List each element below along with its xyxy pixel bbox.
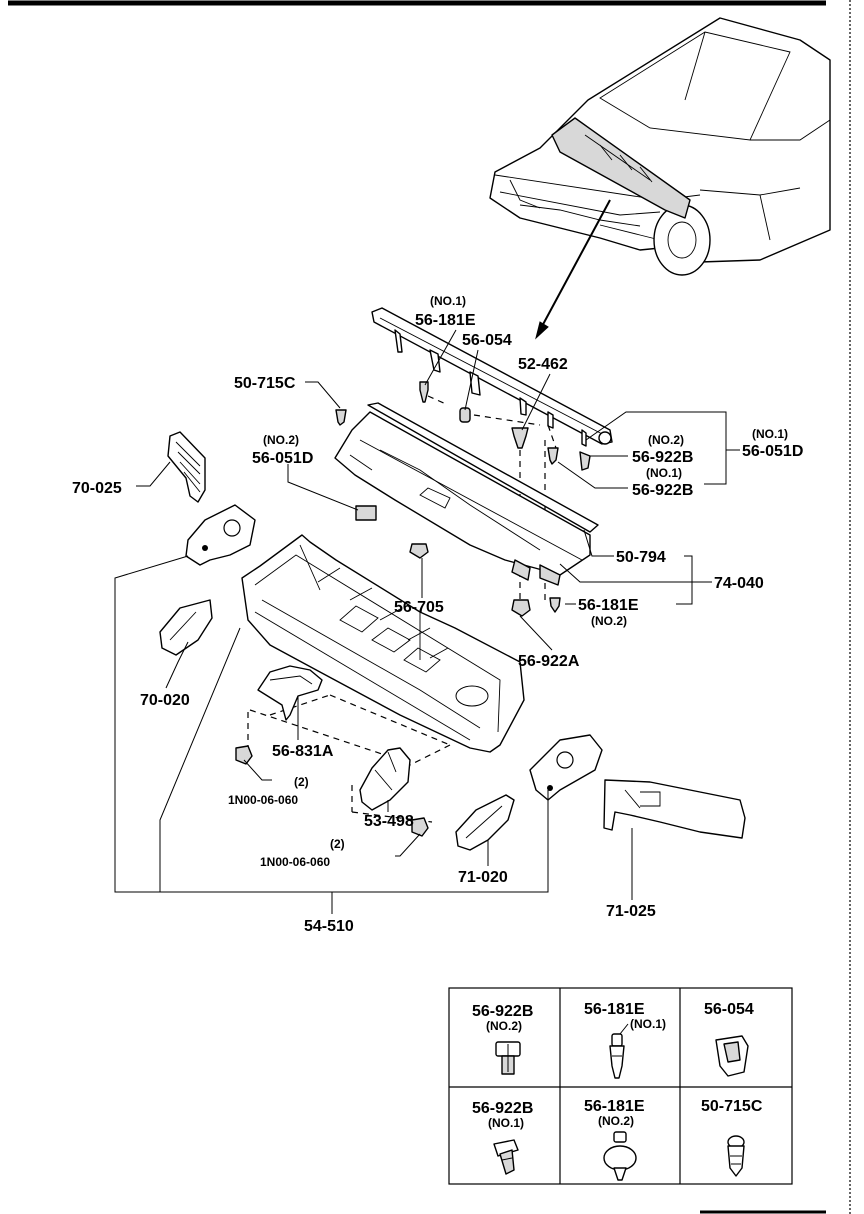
- pin-56-181e-no1: [419, 381, 429, 403]
- label-p14: 70-020: [140, 692, 190, 709]
- legend-part-1: 56-922B: [472, 1003, 533, 1020]
- right-side-brackets: [455, 734, 746, 851]
- bolt-1n00-upper: [235, 745, 253, 765]
- label-p9-variant: (NO.1): [752, 427, 788, 441]
- pin-56-181e-no2: [549, 597, 561, 613]
- clip-no1-icon: [493, 1139, 519, 1175]
- legend-cell-5: 56-181E (NO.2): [584, 1098, 645, 1181]
- bracket-53-498: [359, 747, 411, 811]
- label-p17-qty: (2): [294, 775, 309, 789]
- label-p11: 74-040: [714, 575, 764, 592]
- grommet-56-054: [459, 407, 471, 423]
- page-frame: [8, 0, 851, 1214]
- label-p5: 56-051D: [252, 450, 313, 467]
- clip-56-922b-no1: [547, 447, 559, 465]
- part-labels: (NO.1) 56-181E 56-054 52-462 50-715C (NO…: [72, 294, 803, 935]
- label-p21: 71-025: [606, 903, 656, 920]
- left-side-brackets: [159, 431, 256, 656]
- label-p10: 50-794: [616, 549, 666, 566]
- legend-variant-2: (NO.1): [630, 1017, 666, 1031]
- label-p7-variant: (NO.2): [648, 433, 684, 447]
- legend-variant-4: (NO.1): [488, 1116, 524, 1130]
- fastener-legend-table: 56-922B (NO.2) 56-181E (NO.1) 56-054: [448, 987, 793, 1185]
- legend-part-3: 56-054: [704, 1001, 754, 1018]
- clip-56-922a: [511, 599, 531, 617]
- label-p19: 1N00-06-060: [260, 855, 330, 869]
- label-p17: 1N00-06-060: [228, 793, 298, 807]
- panel-71-025: [603, 779, 746, 839]
- clip-56-705: [409, 543, 429, 559]
- clip-56-922b-no2: [579, 451, 591, 471]
- label-p1-variant: (NO.1): [430, 294, 466, 308]
- clip-no2-icon: [495, 1041, 521, 1075]
- label-p18: 53-498: [364, 813, 414, 830]
- bolt-1n00-lower: [411, 817, 429, 837]
- top-seal-strip: [371, 307, 613, 447]
- legend-part-2: 56-181E: [584, 1001, 645, 1018]
- legend-cell-2: 56-181E (NO.1): [584, 1001, 666, 1079]
- label-p22: 54-510: [304, 918, 354, 935]
- cowl-main-panel: [241, 534, 525, 753]
- leader-lines: [114, 329, 740, 914]
- bracket-left: [185, 504, 256, 566]
- label-p13-variant: (NO.2): [591, 614, 627, 628]
- label-p19-qty: (2): [330, 837, 345, 851]
- label-p15: 56-922A: [518, 653, 580, 670]
- legend-cell-4: 56-922B (NO.1): [472, 1100, 533, 1175]
- label-p20: 71-020: [458, 869, 508, 886]
- label-p2: 56-054: [462, 332, 512, 349]
- pin-no2-icon: [603, 1131, 637, 1181]
- label-p1: 56-181E: [415, 312, 476, 329]
- label-p3: 52-462: [518, 356, 568, 373]
- grommet-icon: [715, 1035, 749, 1077]
- label-p8: 56-922B: [632, 482, 693, 499]
- label-p8-variant: (NO.1): [646, 466, 682, 480]
- bracket-71-020: [455, 794, 515, 851]
- label-p13: 56-181E: [578, 597, 639, 614]
- push-clip-icon: [727, 1135, 745, 1177]
- label-p9: 56-051D: [742, 443, 803, 460]
- label-p5-variant: (NO.2): [263, 433, 299, 447]
- label-p4: 50-715C: [234, 375, 296, 392]
- car-overview-illustration: [489, 17, 831, 340]
- hinge-brackets: [235, 665, 429, 837]
- screw-52-462: [511, 427, 529, 449]
- legend-cell-6: 50-715C: [701, 1098, 763, 1177]
- label-p16: 56-831A: [272, 743, 334, 760]
- block-56-051d-no2: [355, 505, 377, 521]
- legend-cell-3: 56-054: [704, 1001, 754, 1077]
- pin-no1-icon: [609, 1033, 625, 1079]
- legend-part-4: 56-922B: [472, 1100, 533, 1117]
- bracket-70-020: [159, 599, 213, 656]
- bracket-56-831a: [257, 665, 323, 721]
- label-p12: 56-705: [394, 599, 444, 616]
- clip-50-715c: [335, 409, 347, 426]
- legend-cell-1: 56-922B (NO.2): [472, 1003, 533, 1075]
- legend-part-6: 50-715C: [701, 1098, 763, 1115]
- legend-variant-5: (NO.2): [598, 1114, 634, 1128]
- legend-part-5: 56-181E: [584, 1098, 645, 1115]
- legend-variant-1: (NO.2): [486, 1019, 522, 1033]
- cowl-grille-panel: [334, 402, 599, 586]
- label-p6: 70-025: [72, 480, 122, 497]
- label-p7: 56-922B: [632, 449, 693, 466]
- panel-70-025: [167, 431, 206, 503]
- fastener-parts: [335, 381, 591, 617]
